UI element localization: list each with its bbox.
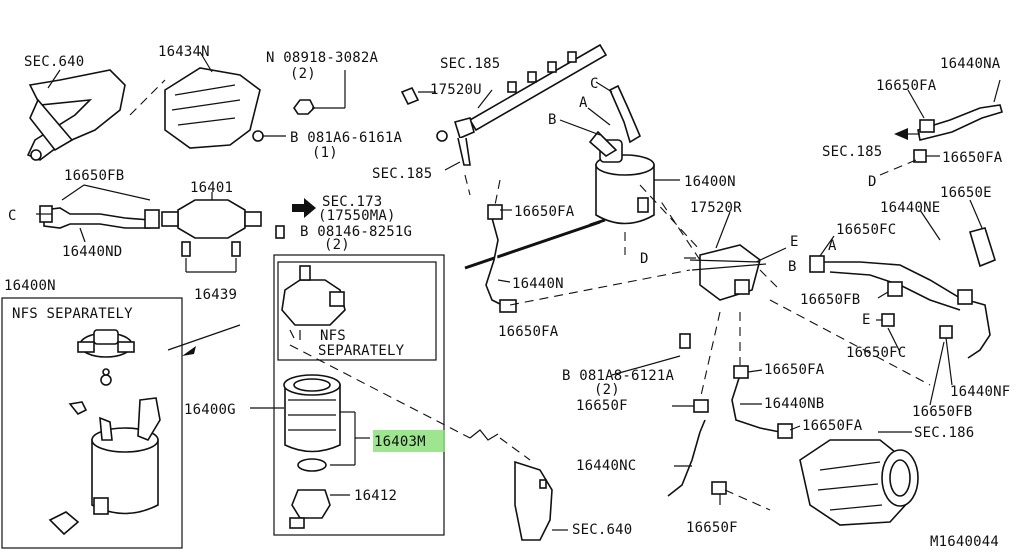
- label-16400n-top: 16400N: [684, 174, 736, 190]
- label-16440n: 16440N: [512, 276, 564, 292]
- label-16650fb-right: 16650FB: [800, 292, 860, 308]
- label-17520u: 17520U: [430, 82, 482, 98]
- hoses-16440ne-nf: [809, 227, 996, 359]
- valve-17520r: [689, 244, 767, 301]
- fuel-rail: [400, 43, 608, 166]
- label-16650fb-left: 16650FB: [64, 168, 124, 184]
- label-sec185-top: SEC.185: [440, 56, 500, 72]
- label-17550ma: (17550MA): [318, 208, 396, 224]
- ref-a-right: A: [828, 238, 837, 254]
- label-sec640-bottom: SEC.640: [572, 522, 632, 538]
- ref-a-top: A: [579, 95, 588, 111]
- fuel-filter-16401: [39, 199, 285, 257]
- ref-d-right: D: [868, 174, 877, 190]
- nfs-box-left: [1, 297, 183, 549]
- label-16400n-left: 16400N: [4, 278, 56, 294]
- ref-e-right: E: [862, 312, 871, 328]
- highlight-box: [373, 430, 445, 452]
- figure-id: M1640044: [930, 534, 999, 550]
- label-16650fa-center2: 16650FA: [498, 324, 559, 340]
- label-08146-qty: (2): [324, 237, 350, 253]
- label-sec173: SEC.173: [322, 194, 382, 210]
- ref-c-left: C: [8, 208, 17, 224]
- nfs-box-center: [273, 254, 445, 536]
- sensor-16412: [289, 489, 331, 529]
- label-sec185-right: SEC.185: [822, 144, 882, 160]
- ref-e-center: E: [790, 234, 799, 250]
- label-16650fc-b: 16650FC: [846, 345, 906, 361]
- fuel-filter-16400n: [588, 84, 655, 225]
- sec640-bracket-bottom: [514, 460, 553, 541]
- nfs-separately-left: NFS SEPARATELY: [12, 306, 133, 322]
- label-16650fa-tr2: 16650FA: [942, 150, 1003, 166]
- label-16439: 16439: [194, 287, 237, 303]
- fuel-filter-element-16403m: [283, 374, 341, 472]
- label-16412: 16412: [354, 488, 397, 504]
- label-sec640-top: SEC.640: [24, 54, 84, 70]
- fuel-filter-assembly: [48, 329, 161, 536]
- hose-16440nc: [667, 399, 727, 497]
- injection-pump: [799, 439, 919, 526]
- ref-b-center: B: [788, 259, 797, 275]
- label-081a8-qty: (2): [594, 382, 620, 398]
- label-17520r: 17520R: [690, 200, 742, 216]
- nfs-center-line1: NFS: [320, 328, 346, 344]
- label-16403m: 16403M: [374, 434, 426, 450]
- label-081a6-qty: (1): [312, 145, 338, 161]
- ref-b-top: B: [548, 112, 557, 128]
- sec640-bracket: [26, 69, 126, 161]
- label-16440nd: 16440ND: [62, 244, 122, 260]
- ref-d-center: D: [640, 251, 649, 267]
- label-16440nb: 16440NB: [764, 396, 824, 412]
- label-081a8: B 081A8-6121A: [562, 368, 675, 384]
- label-16400g: 16400G: [184, 402, 236, 418]
- label-08146: B 08146-8251G: [300, 224, 412, 240]
- label-08918: N 08918-3082A: [266, 50, 379, 66]
- label-16434n: 16434N: [158, 44, 210, 60]
- label-16440nc: 16440NC: [576, 458, 636, 474]
- label-16650f-a: 16650F: [576, 398, 628, 414]
- heat-shield-16434n: [164, 67, 315, 149]
- label-08918-qty: (2): [290, 66, 316, 82]
- label-sec185-mid: SEC.185: [372, 166, 432, 182]
- label-16650fa-low: 16650FA: [764, 362, 825, 378]
- label-16650e: 16650E: [940, 185, 992, 201]
- label-16440na: 16440NA: [940, 56, 1001, 72]
- label-16401: 16401: [190, 180, 233, 196]
- label-16650f-b: 16650F: [686, 520, 738, 536]
- label-081a6: B 081A6-6161A: [290, 130, 403, 146]
- ref-c-top: C: [590, 76, 599, 92]
- label-16650fa-center: 16650FA: [514, 204, 575, 220]
- filter-head: [281, 265, 346, 326]
- hose-16440n: [485, 204, 517, 313]
- label-16440ne: 16440NE: [880, 200, 940, 216]
- label-sec186: SEC.186: [914, 425, 974, 441]
- label-16650fa-low2: 16650FA: [802, 418, 863, 434]
- label-16650fb-right2: 16650FB: [912, 404, 972, 420]
- label-16440nf: 16440NF: [950, 384, 1010, 400]
- nfs-center-line2: SEPARATELY: [318, 343, 405, 359]
- label-16650fa-tr: 16650FA: [876, 78, 937, 94]
- label-16650fc-a: 16650FC: [836, 222, 896, 238]
